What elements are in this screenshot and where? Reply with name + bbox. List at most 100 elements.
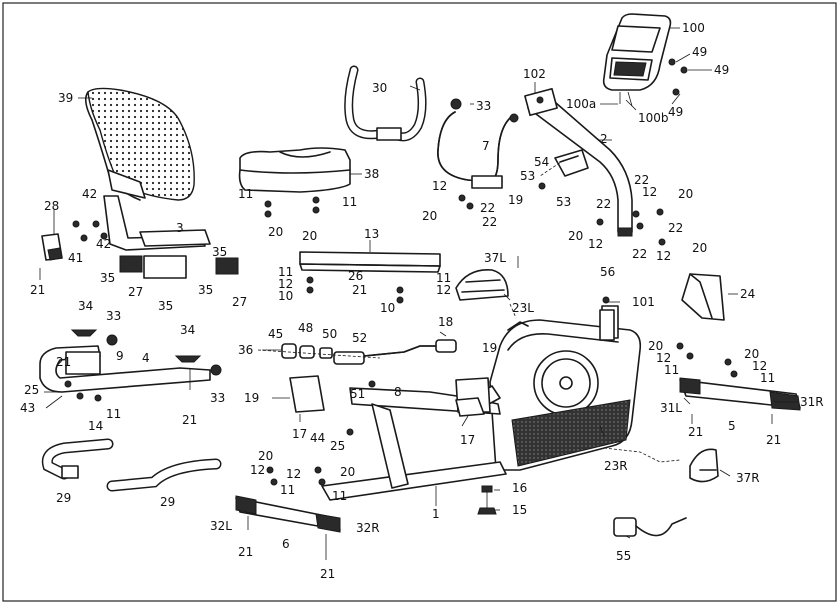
label-56: 56 <box>600 265 615 279</box>
border-frame <box>2 2 837 602</box>
end-caps-34 <box>70 329 222 376</box>
label-20: 20 <box>268 225 283 239</box>
part-101 <box>599 309 615 341</box>
label-100: 100 <box>682 21 705 35</box>
label-20: 20 <box>568 229 583 243</box>
label-11: 11 <box>278 265 293 279</box>
label-32R: 32R <box>356 521 380 535</box>
label-22: 22 <box>632 247 647 261</box>
label-25: 25 <box>24 383 39 397</box>
label-48: 48 <box>298 321 313 335</box>
left-pedal-part <box>455 269 509 301</box>
label-55: 55 <box>616 549 631 563</box>
label-20: 20 <box>258 449 273 463</box>
label-22: 22 <box>668 221 683 235</box>
label-20: 20 <box>340 465 355 479</box>
leveling-foot-part <box>477 485 497 515</box>
label-12: 12 <box>286 467 301 481</box>
crank-arm-part <box>333 339 457 365</box>
label-22: 22 <box>482 215 497 229</box>
rear-handlebar-30-part <box>344 65 427 142</box>
front-handlebar-part <box>437 111 511 189</box>
side-handlebar-29-left <box>41 438 114 480</box>
label-21: 21 <box>238 545 253 559</box>
label-29: 29 <box>56 491 71 505</box>
label-21: 21 <box>352 283 367 297</box>
label-32L: 32L <box>210 519 232 533</box>
main-body-cover-part <box>489 319 642 471</box>
label-22: 22 <box>480 201 495 215</box>
label-19: 19 <box>482 341 497 355</box>
console-part <box>602 13 672 107</box>
label-22: 22 <box>596 197 611 211</box>
label-54: 54 <box>534 155 549 169</box>
label-101: 101 <box>632 295 655 309</box>
label-11: 11 <box>342 195 357 209</box>
label-41: 41 <box>68 251 83 265</box>
right-pedal-part <box>689 448 719 483</box>
label-36: 36 <box>238 343 253 357</box>
label-13: 13 <box>364 227 379 241</box>
label-31R: 31R <box>800 395 824 409</box>
label-23R: 23R <box>604 459 628 473</box>
label-5: 5 <box>728 419 736 433</box>
label-12: 12 <box>752 359 767 373</box>
label-11: 11 <box>760 371 775 385</box>
front-stabilizer-part <box>679 377 801 411</box>
part-labels: 100 49 49 49 100a 100b 102 33 2 7 54 53 … <box>20 21 824 581</box>
label-20: 20 <box>302 229 317 243</box>
label-35: 35 <box>100 271 115 285</box>
label-17: 17 <box>292 427 307 441</box>
label-14: 14 <box>88 419 103 433</box>
seat-frame-part <box>103 195 239 279</box>
label-10: 10 <box>380 301 395 315</box>
seat-backrest-part <box>84 87 195 201</box>
bracket-28-part <box>41 233 63 261</box>
label-12: 12 <box>250 463 265 477</box>
label-22: 22 <box>634 173 649 187</box>
label-21: 21 <box>320 567 335 581</box>
label-53: 53 <box>520 169 535 183</box>
label-25: 25 <box>330 439 345 453</box>
label-52: 52 <box>352 331 367 345</box>
label-42: 42 <box>82 187 97 201</box>
label-8: 8 <box>394 385 402 399</box>
label-23L: 23L <box>512 301 534 315</box>
label-49: 49 <box>668 105 683 119</box>
label-100a: 100a <box>566 97 596 111</box>
label-35: 35 <box>158 299 173 313</box>
label-102: 102 <box>523 67 546 81</box>
label-31L: 31L <box>660 401 682 415</box>
label-16: 16 <box>512 481 527 495</box>
label-15: 15 <box>512 503 527 517</box>
label-19: 19 <box>244 391 259 405</box>
label-7: 7 <box>482 139 490 153</box>
label-11: 11 <box>332 489 347 503</box>
label-9: 9 <box>116 349 124 363</box>
label-51: 51 <box>350 387 365 401</box>
label-3: 3 <box>176 221 184 235</box>
label-33: 33 <box>106 309 121 323</box>
label-27: 27 <box>232 295 247 309</box>
label-12: 12 <box>588 237 603 251</box>
label-21: 21 <box>688 425 703 439</box>
label-20: 20 <box>648 339 663 353</box>
label-21: 21 <box>182 413 197 427</box>
axle-parts <box>257 343 381 359</box>
label-18: 18 <box>438 315 453 329</box>
label-37R: 37R <box>736 471 760 485</box>
label-30: 30 <box>372 81 387 95</box>
label-21: 21 <box>766 433 781 447</box>
side-cover-right-part <box>455 397 485 417</box>
label-12: 12 <box>436 283 451 297</box>
label-12: 12 <box>656 249 671 263</box>
label-34: 34 <box>78 299 93 313</box>
label-53: 53 <box>556 195 571 209</box>
label-20: 20 <box>678 187 693 201</box>
label-44: 44 <box>310 431 325 445</box>
power-adapter-part <box>613 517 687 537</box>
label-45: 45 <box>268 327 283 341</box>
label-49: 49 <box>692 45 707 59</box>
label-35: 35 <box>198 283 213 297</box>
